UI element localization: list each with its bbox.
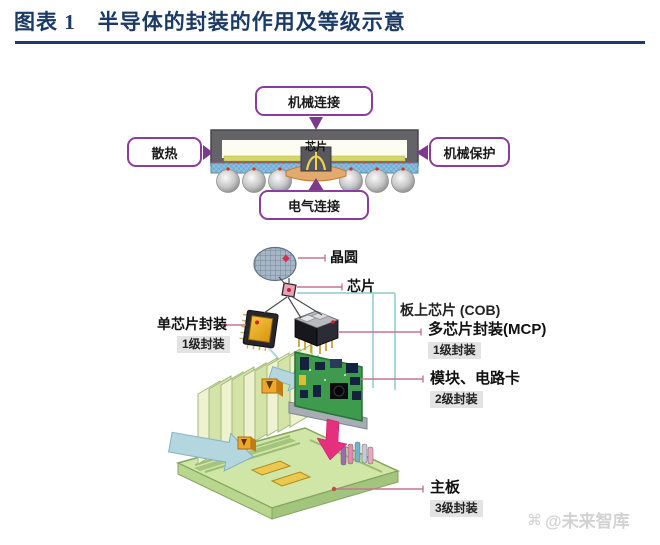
label-single-chip-package: 单芯片封装 <box>157 316 227 332</box>
watermark-text: @未来智库 <box>545 512 630 531</box>
solder-balls <box>216 167 415 193</box>
socket-connectors <box>237 378 283 452</box>
badge-level3: 3级封装 <box>430 500 483 517</box>
label-module-circuit-card: 模块、电路卡 <box>430 370 521 387</box>
label-multi-chip-package: 多芯片封装(MCP) <box>428 321 547 338</box>
insert-arrow-large <box>168 431 254 472</box>
mcp-package-illustration <box>293 310 340 354</box>
label-chip-on-board: 板上芯片 (COB) <box>400 302 501 318</box>
pcb-card-illustration <box>288 351 368 430</box>
badge-level2: 2级封装 <box>430 391 483 408</box>
gold-pads <box>250 460 312 487</box>
single-die-illustration <box>281 282 297 298</box>
capacitors <box>340 441 374 466</box>
qfp-package-illustration <box>239 309 279 352</box>
watermark: ⌘ @未来智库 <box>527 507 630 532</box>
title-rule <box>15 41 645 44</box>
package-cross-section-illustration <box>203 117 428 193</box>
label-die: 芯片 <box>347 278 375 294</box>
box-heat-dissipation: 散热 <box>127 137 202 167</box>
down-arrow <box>316 418 348 461</box>
label-motherboard: 主板 <box>430 479 461 496</box>
label-leader-lines <box>224 254 424 493</box>
box-mechanical-connection: 机械连接 <box>255 86 373 116</box>
purple-arrows <box>203 117 428 191</box>
badge-level1-left: 1级封装 <box>177 336 230 353</box>
box-electrical-connection: 电气连接 <box>259 190 369 220</box>
chip-label: 芯片 <box>305 141 327 153</box>
badge-level1-right: 1级封装 <box>428 342 481 359</box>
knot-logo-icon: ⌘ <box>527 511 542 529</box>
wafer-illustration <box>253 246 297 282</box>
label-wafer: 晶圆 <box>330 249 358 265</box>
fan-out-lines <box>263 276 323 319</box>
figure-title: 图表 1 半导体的封装的作用及等级示意 <box>14 10 406 34</box>
box-mechanical-protection: 机械保护 <box>429 137 510 167</box>
